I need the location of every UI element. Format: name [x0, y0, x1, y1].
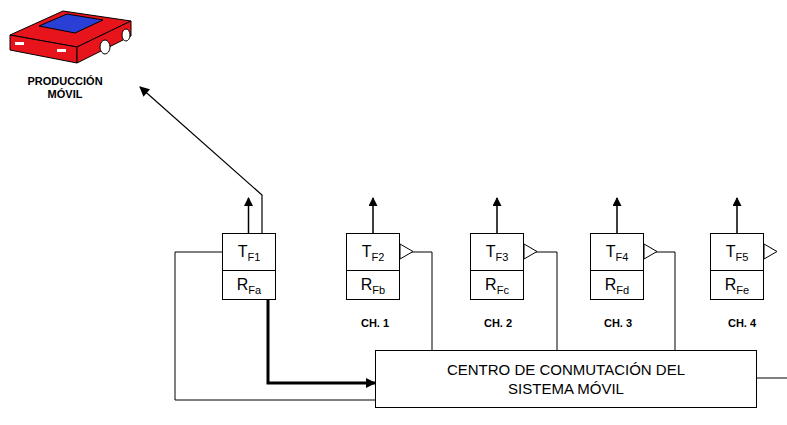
unit-symbol: T	[362, 243, 372, 260]
unit-subscript: Fb	[372, 284, 385, 296]
text-wrap: TF4	[606, 243, 629, 261]
text-wrap: RFc	[485, 276, 509, 294]
trunk-wire	[757, 378, 787, 379]
unit-symbol: T	[238, 243, 248, 260]
car-icon	[10, 11, 131, 63]
text-wrap: TF5	[726, 243, 749, 261]
text-wrap: RFb	[361, 276, 385, 294]
amplifier-symbol	[524, 244, 537, 259]
antenna-arrow	[616, 198, 618, 233]
antenna-arrows	[249, 198, 738, 233]
channel-label: CH. 4	[728, 317, 756, 329]
connector	[140, 87, 262, 233]
text-wrap: TF1	[238, 243, 261, 261]
text-wrap: CENTRO DE CONMUTACIÓN DEL SISTEMA MÓVIL	[429, 360, 704, 398]
switching-center-box: CENTRO DE CONMUTACIÓN DEL SISTEMA MÓVIL	[375, 350, 757, 408]
node-label: CENTRO DE CONMUTACIÓN DEL SISTEMA MÓVIL	[447, 361, 685, 397]
unit-symbol: T	[606, 243, 616, 260]
antenna-arrow	[496, 198, 498, 233]
receiver-cell: RFb	[346, 270, 400, 300]
connector	[268, 300, 375, 383]
transmitter-cell: TF4	[590, 233, 644, 271]
text-wrap: TF3	[486, 243, 509, 261]
unit-symbol: R	[605, 276, 617, 293]
unit-subscript: Fa	[248, 284, 261, 296]
text-wrap: RFa	[237, 276, 261, 294]
channel-label: CH. 1	[361, 317, 389, 329]
unit-subscript: F2	[371, 251, 384, 263]
text-wrap: TF2	[362, 243, 385, 261]
connector	[175, 252, 375, 400]
unit-symbol: R	[237, 276, 249, 293]
unit-subscript: F3	[495, 251, 508, 263]
transmitter-cell: TF2	[346, 233, 400, 271]
antenna-arrow	[736, 198, 738, 233]
connector	[400, 252, 432, 350]
unit-subscript: F5	[735, 251, 748, 263]
receiver-cell: RFc	[470, 270, 524, 300]
connector	[644, 252, 675, 350]
unit-symbol: R	[485, 276, 497, 293]
node-label: PRODUCCIÓN MÓVIL	[27, 75, 102, 100]
receiver-cell: RFd	[590, 270, 644, 300]
unit-symbol: R	[725, 276, 737, 293]
unit-symbol: T	[726, 243, 736, 260]
text-wrap: RFe	[725, 276, 749, 294]
channel-label: CH. 3	[604, 317, 632, 329]
receiver-cell: RFa	[222, 270, 276, 300]
unit-subscript: Fc	[497, 284, 509, 296]
connector	[524, 252, 557, 350]
text-wrap: PRODUCCIÓN MÓVIL	[15, 75, 115, 101]
unit-subscript: F4	[615, 251, 628, 263]
unit-symbol: T	[486, 243, 496, 260]
amplifier-symbol	[764, 244, 777, 259]
unit-symbol: R	[361, 276, 373, 293]
unit-subscript: Fe	[736, 284, 749, 296]
transmitter-cell: TF1	[222, 233, 276, 271]
text-wrap: RFd	[605, 276, 629, 294]
antenna-arrow	[248, 198, 250, 233]
unit-subscript: F1	[247, 251, 260, 263]
antenna-arrow	[372, 198, 374, 233]
receiver-cell: RFe	[710, 270, 764, 300]
vehicle-node: PRODUCCIÓN MÓVIL	[5, 5, 140, 110]
transmitter-cell: TF3	[470, 233, 524, 271]
channel-label: CH. 2	[484, 317, 512, 329]
amplifier-symbol	[400, 244, 413, 259]
amplifier-symbol	[644, 244, 657, 259]
unit-subscript: Fd	[616, 284, 629, 296]
transmitter-cell: TF5	[710, 233, 764, 271]
